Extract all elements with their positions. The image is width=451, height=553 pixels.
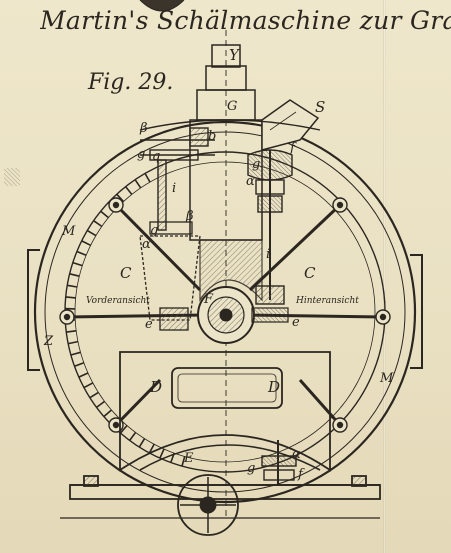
label-g-right: g (252, 157, 260, 172)
upper-housing (139, 119, 321, 231)
figure-number: Fig. 29. (88, 70, 174, 95)
label-M-right: M (379, 371, 394, 386)
label-g-mid: g (150, 223, 158, 238)
label-i-left: i (172, 181, 176, 196)
spoke-bolts (59, 197, 391, 433)
label-vorderansicht: Vorderansicht (86, 296, 150, 306)
label-e-right: e (292, 315, 300, 330)
label-g-bottom: g (247, 461, 255, 476)
label-Y: Y (229, 46, 241, 64)
label-F: F (203, 292, 214, 307)
ink-smudge (4, 168, 20, 186)
label-f-top: f (289, 141, 297, 156)
label-q: q (152, 149, 160, 164)
bottom-pulley (261, 440, 297, 485)
label-D-right: D (267, 378, 280, 396)
label-b: b (208, 129, 216, 144)
label-G: G (227, 99, 237, 114)
label-E: E (183, 451, 194, 466)
label-hinteransicht: Hinteransicht (295, 296, 359, 306)
left-handle (27, 249, 40, 371)
label-Z: Z (43, 334, 54, 349)
label-alpha-bottom: α (292, 447, 301, 462)
top-ornament (139, 0, 185, 12)
label-D-left: D (149, 378, 162, 396)
label-alpha-mid: α (142, 237, 151, 252)
left-shaft (139, 221, 201, 331)
machine-frame (119, 351, 331, 472)
label-e-left: e (145, 317, 153, 332)
label-M-left: M (61, 224, 76, 239)
label-g-left: g (137, 147, 145, 162)
label-beta-mid: β (185, 209, 194, 224)
central-hub (197, 286, 289, 344)
label-alpha-right: α (246, 174, 255, 189)
gear-teeth (64, 173, 186, 467)
page-fold (383, 0, 386, 553)
right-handle (410, 254, 423, 369)
label-C-right: C (304, 264, 316, 282)
label-i-right: i (266, 247, 270, 262)
base-gear (139, 444, 321, 536)
label-C-left: C (120, 264, 132, 282)
base-platform (60, 475, 381, 519)
right-shaft (247, 149, 293, 305)
hopper-F (199, 239, 263, 303)
label-beta-top: β (139, 121, 148, 136)
label-f-bottom: f (297, 467, 305, 482)
plate-title: Martin's Schälmaschine zur Gra (40, 6, 451, 35)
label-S: S (315, 98, 325, 116)
